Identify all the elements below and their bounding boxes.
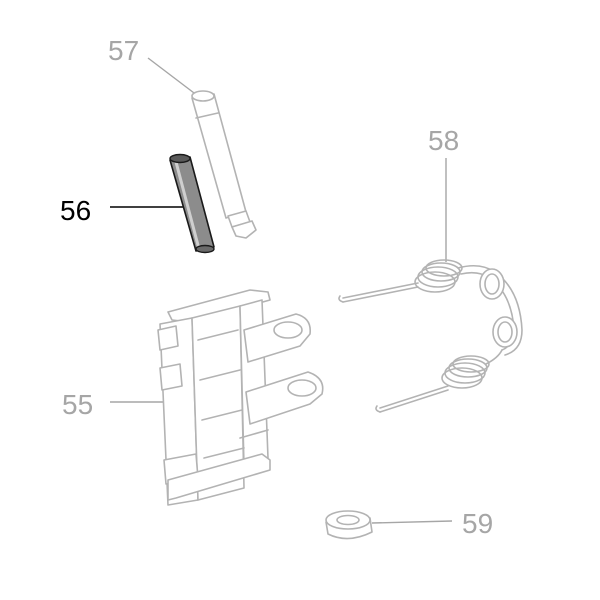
callout-58: 58 <box>428 125 459 156</box>
callout-57: 57 <box>108 35 139 66</box>
part-59-bushing <box>325 510 453 540</box>
callout-59: 59 <box>462 508 493 539</box>
part-57-pin <box>147 57 257 239</box>
leader-59 <box>371 520 453 524</box>
part-56-roll-pin <box>110 153 215 254</box>
leader-57 <box>147 57 199 97</box>
part-58-torsion-spring <box>338 158 523 413</box>
callout-55: 55 <box>62 389 93 420</box>
callout-56: 56 <box>60 195 91 226</box>
part-55-hinge-bracket <box>110 289 324 506</box>
